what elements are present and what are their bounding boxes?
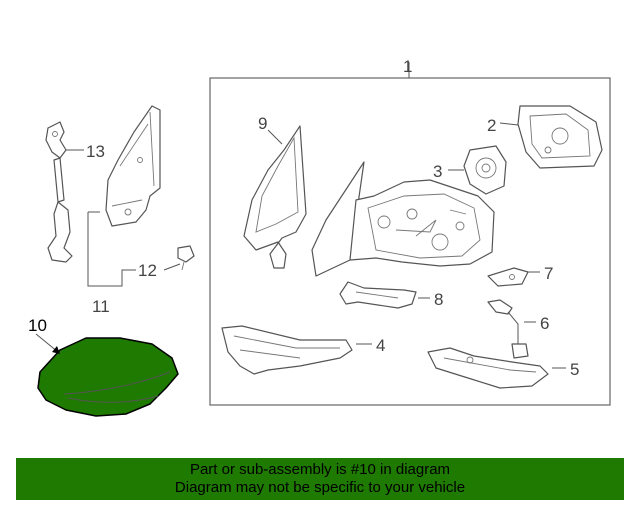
banner-line-2: Diagram may not be specific to your vehi… [174,479,466,496]
callout-3: 3 [433,162,442,181]
callout-10: 10 [28,316,47,335]
callout-5: 5 [570,360,579,379]
part-6-harness: 6 [487,299,549,359]
callout-1: 1 [403,57,412,76]
part-5-base-cover: 5 [427,347,579,389]
assembly-box [209,77,611,406]
part-4-turn-signal: 4 [221,325,385,375]
callout-8: 8 [434,290,443,309]
part-2-mirror-glass: 2 [487,105,603,169]
callout-11: 11 [92,297,110,316]
callout-12: 12 [138,261,157,280]
part-13-rod: 13 [45,121,105,263]
info-banner: Part or sub-assembly is #10 in diagram D… [16,458,624,500]
part-1-housing [349,179,495,267]
part-9-inner-cover: 9 [243,114,307,269]
part-10-mirror-cover: 10 [28,316,179,417]
part-10-highlight [37,337,179,417]
callout-7: 7 [544,264,553,283]
banner-line-1: Part or sub-assembly is #10 in diagram [189,461,451,478]
part-7-bracket: 7 [487,264,553,287]
part-11-bracket: 11 [87,105,161,316]
callout-2: 2 [487,116,496,135]
callout-6: 6 [540,314,549,333]
part-8-lower-cover: 8 [339,281,443,309]
callout-13: 13 [86,142,105,161]
part-12-clip: 12 [138,245,195,280]
part-3-actuator: 3 [433,145,507,195]
callout-4: 4 [376,336,385,355]
callout-9: 9 [258,114,267,133]
